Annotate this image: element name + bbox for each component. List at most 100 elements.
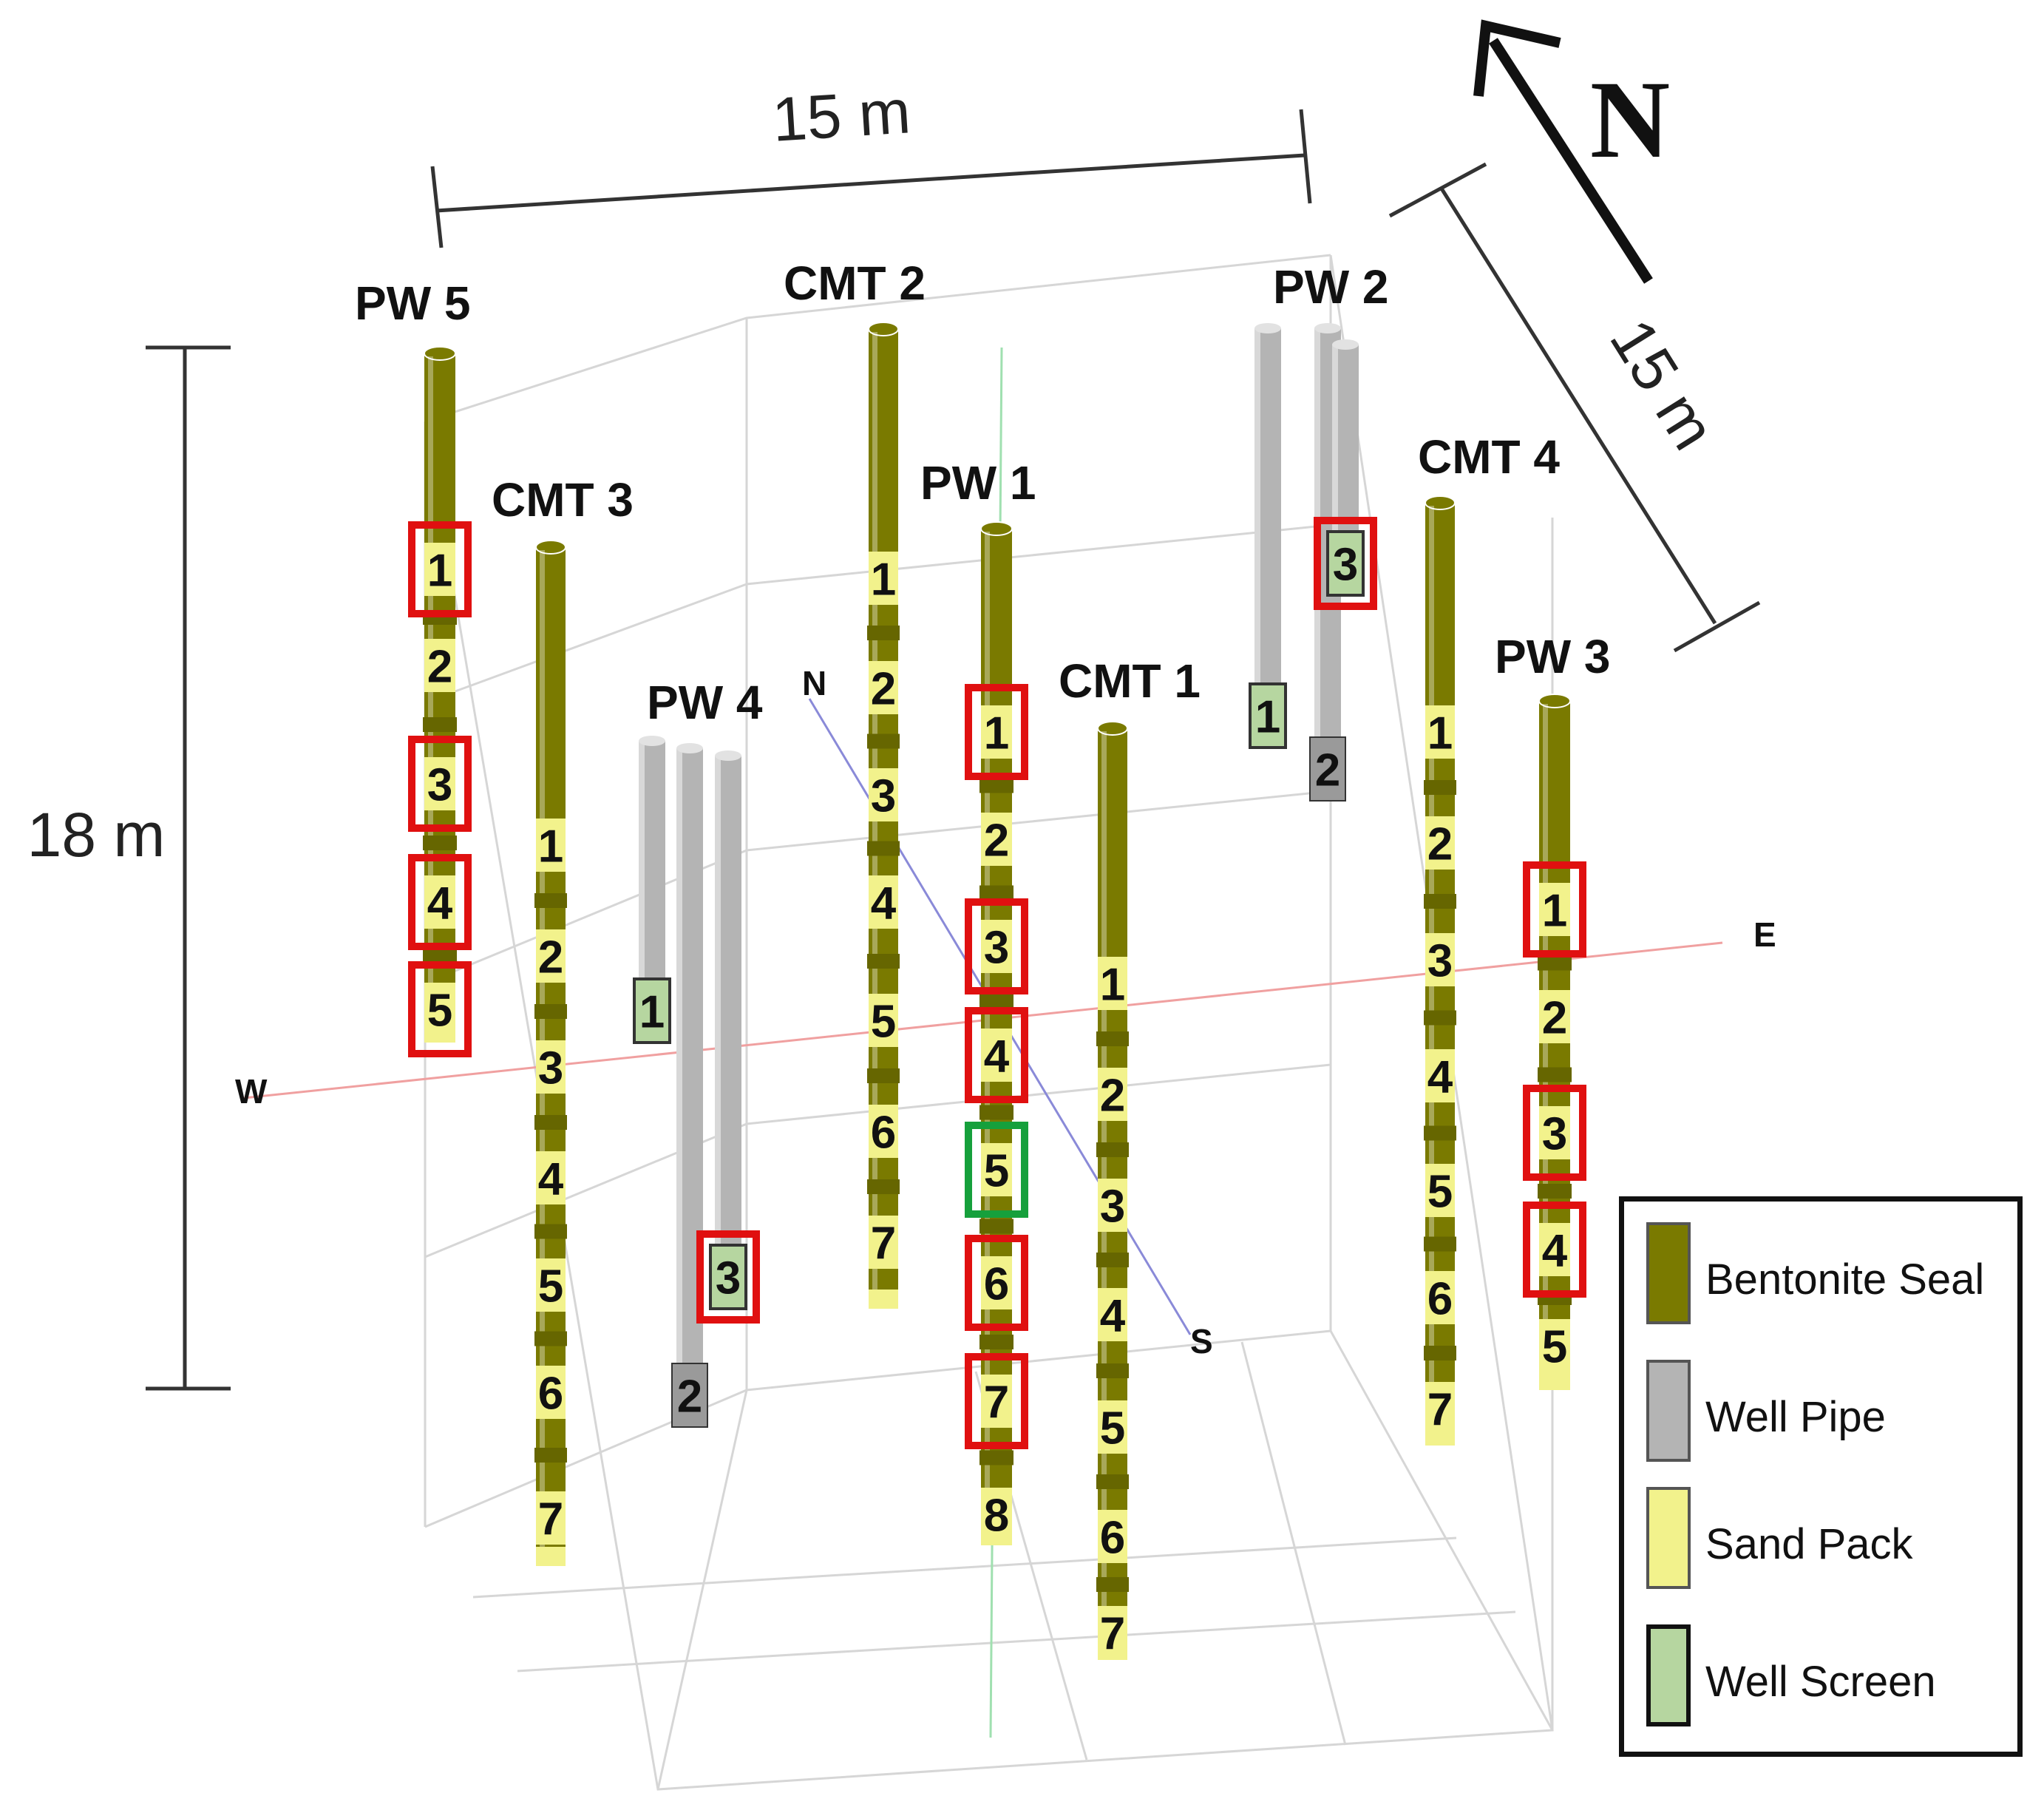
seal-band bbox=[979, 1335, 1013, 1349]
port-number: 4 bbox=[1427, 1052, 1453, 1103]
seal-band bbox=[867, 841, 900, 856]
port-number: 1 bbox=[427, 546, 452, 597]
sand-pack bbox=[1539, 1319, 1570, 1372]
height-label: 18 m bbox=[27, 800, 166, 870]
sand-pack bbox=[981, 1029, 1012, 1082]
port-highlight-red bbox=[408, 736, 472, 832]
seal-band bbox=[1424, 894, 1456, 909]
seal-band bbox=[1424, 1125, 1456, 1141]
sand-pack bbox=[1098, 957, 1127, 1010]
well-pipe-shine bbox=[676, 748, 682, 1405]
well-label: CMT 1 bbox=[1059, 654, 1201, 708]
sand-pack bbox=[424, 983, 455, 1036]
sand-pack bbox=[981, 920, 1012, 973]
depth-label: 15 m bbox=[1597, 308, 1729, 461]
port-number: 5 bbox=[1427, 1167, 1453, 1218]
port-number: 1 bbox=[1427, 708, 1453, 759]
port-number: 5 bbox=[538, 1261, 563, 1312]
sand-pack bbox=[1425, 1382, 1455, 1435]
sand-pack bbox=[536, 929, 566, 983]
port-number: 4 bbox=[871, 878, 897, 929]
well-pipe-cap bbox=[1332, 339, 1359, 350]
port-number: 1 bbox=[984, 708, 1009, 759]
well-screen bbox=[1326, 530, 1365, 597]
port-number: 4 bbox=[1100, 1291, 1126, 1342]
depth-dimension bbox=[1388, 162, 1761, 653]
well-pipe-shine bbox=[1254, 328, 1260, 747]
seal-band bbox=[1096, 1031, 1129, 1046]
port-highlight-red bbox=[408, 854, 472, 950]
sand-pack bbox=[981, 1143, 1012, 1196]
seal-band bbox=[867, 954, 900, 969]
seal-band bbox=[867, 733, 900, 749]
seal-band bbox=[534, 893, 567, 908]
port-number: 2 bbox=[538, 932, 563, 983]
seal-band bbox=[534, 1004, 567, 1019]
sand-pack bbox=[981, 1488, 1012, 1541]
seal-band bbox=[979, 1219, 1013, 1234]
port-highlight-red bbox=[965, 1235, 1028, 1331]
port-number: 3 bbox=[538, 1043, 563, 1094]
port-number: 3 bbox=[1427, 936, 1453, 987]
sand-pack bbox=[1098, 1068, 1127, 1121]
sand-pack bbox=[869, 1105, 898, 1158]
sand-pack bbox=[1098, 1288, 1127, 1341]
bentonite-seal-highlight bbox=[1543, 704, 1548, 1387]
bentonite-seal-cap bbox=[1538, 694, 1571, 708]
port-number: 3 bbox=[1100, 1182, 1125, 1233]
seal-band bbox=[979, 885, 1013, 901]
port-number: 2 bbox=[677, 1372, 702, 1423]
well-screen-swatch bbox=[1646, 1624, 1691, 1726]
well-screen bbox=[1309, 736, 1346, 802]
sand-pack bbox=[424, 875, 455, 929]
port-number: 3 bbox=[716, 1253, 741, 1304]
sand-pack bbox=[1539, 1223, 1570, 1276]
sand-pack bbox=[1425, 705, 1455, 759]
well-label: CMT 2 bbox=[784, 257, 926, 310]
port-number: 5 bbox=[984, 1146, 1009, 1197]
port-number: 1 bbox=[1100, 960, 1125, 1011]
bentonite-seal-cap bbox=[980, 521, 1013, 536]
well-pipe-swatch bbox=[1646, 1360, 1691, 1462]
seal-band bbox=[1096, 1253, 1129, 1267]
sand-pack-swatch bbox=[1646, 1487, 1691, 1589]
axis-label-w: W bbox=[235, 1072, 268, 1111]
sand-pack bbox=[1425, 1271, 1455, 1324]
sand-pack bbox=[536, 1151, 566, 1204]
port-number: 5 bbox=[1100, 1403, 1125, 1454]
legend-item-bentonite-seal: Bentonite Seal bbox=[1646, 1222, 2016, 1333]
sand-pack bbox=[869, 994, 898, 1047]
port-number: 4 bbox=[984, 1031, 1010, 1082]
seal-band bbox=[1538, 1184, 1572, 1199]
well-label: PW 3 bbox=[1495, 630, 1610, 683]
port-number: 4 bbox=[1542, 1226, 1568, 1277]
port-number: 8 bbox=[984, 1491, 1009, 1542]
port-number: 6 bbox=[984, 1259, 1009, 1310]
sand-pack bbox=[424, 639, 455, 692]
seal-band bbox=[1096, 1474, 1129, 1489]
seal-band bbox=[534, 1448, 567, 1463]
well-screen bbox=[709, 1244, 747, 1310]
port-number: 7 bbox=[871, 1219, 896, 1270]
port-number: 2 bbox=[1427, 819, 1453, 870]
sand-pack bbox=[1539, 1106, 1570, 1159]
legend-item-well-pipe: Well Pipe bbox=[1646, 1360, 2016, 1471]
port-highlight-red bbox=[1314, 517, 1377, 610]
port-number: 6 bbox=[1100, 1513, 1125, 1564]
legend-item-well-screen: Well Screen bbox=[1646, 1624, 2016, 1735]
seal-band bbox=[534, 1115, 567, 1130]
well-label: PW 5 bbox=[355, 277, 470, 330]
sand-pack bbox=[1425, 1164, 1455, 1217]
sand-pack bbox=[536, 1040, 566, 1094]
port-number: 7 bbox=[1100, 1609, 1125, 1660]
legend-label-bentonite-seal: Bentonite Seal bbox=[1705, 1255, 1985, 1304]
port-number: 6 bbox=[1427, 1274, 1453, 1325]
port-highlight-red bbox=[1523, 861, 1586, 958]
well-pipe-cap bbox=[1254, 323, 1281, 333]
port-number: 1 bbox=[1542, 886, 1567, 937]
legend-label-well-screen: Well Screen bbox=[1705, 1658, 1936, 1706]
well-pipe-shine bbox=[639, 741, 645, 1020]
